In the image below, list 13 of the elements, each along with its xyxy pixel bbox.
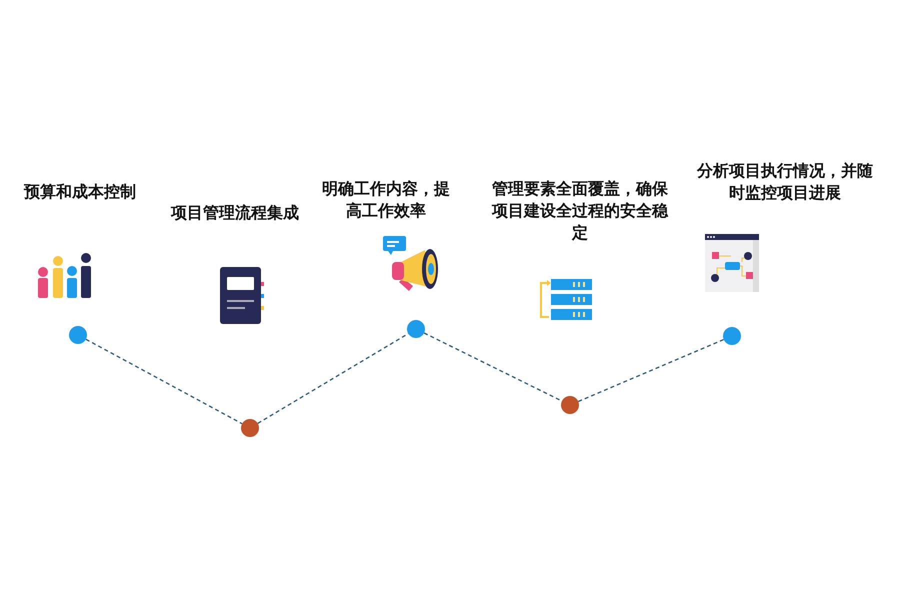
step-caption: 管理要素全面覆盖，确保项目建设全过程的安全稳定 bbox=[490, 178, 670, 244]
dashed-connector bbox=[578, 338, 724, 402]
step-caption: 分析项目执行情况，并随时监控项目进展 bbox=[696, 160, 874, 204]
step-caption: 预算和成本控制 bbox=[22, 181, 137, 203]
step-caption: 明确工作内容，提高工作效率 bbox=[321, 178, 451, 222]
dashed-connector bbox=[86, 338, 242, 424]
step-caption: 项目管理流程集成 bbox=[170, 202, 300, 224]
timeline-dot bbox=[407, 320, 425, 338]
dashed-connector bbox=[424, 332, 562, 402]
timeline-dot bbox=[241, 419, 259, 437]
timeline-dot bbox=[723, 327, 741, 345]
timeline-dot bbox=[69, 326, 87, 344]
timeline-dot bbox=[561, 396, 579, 414]
